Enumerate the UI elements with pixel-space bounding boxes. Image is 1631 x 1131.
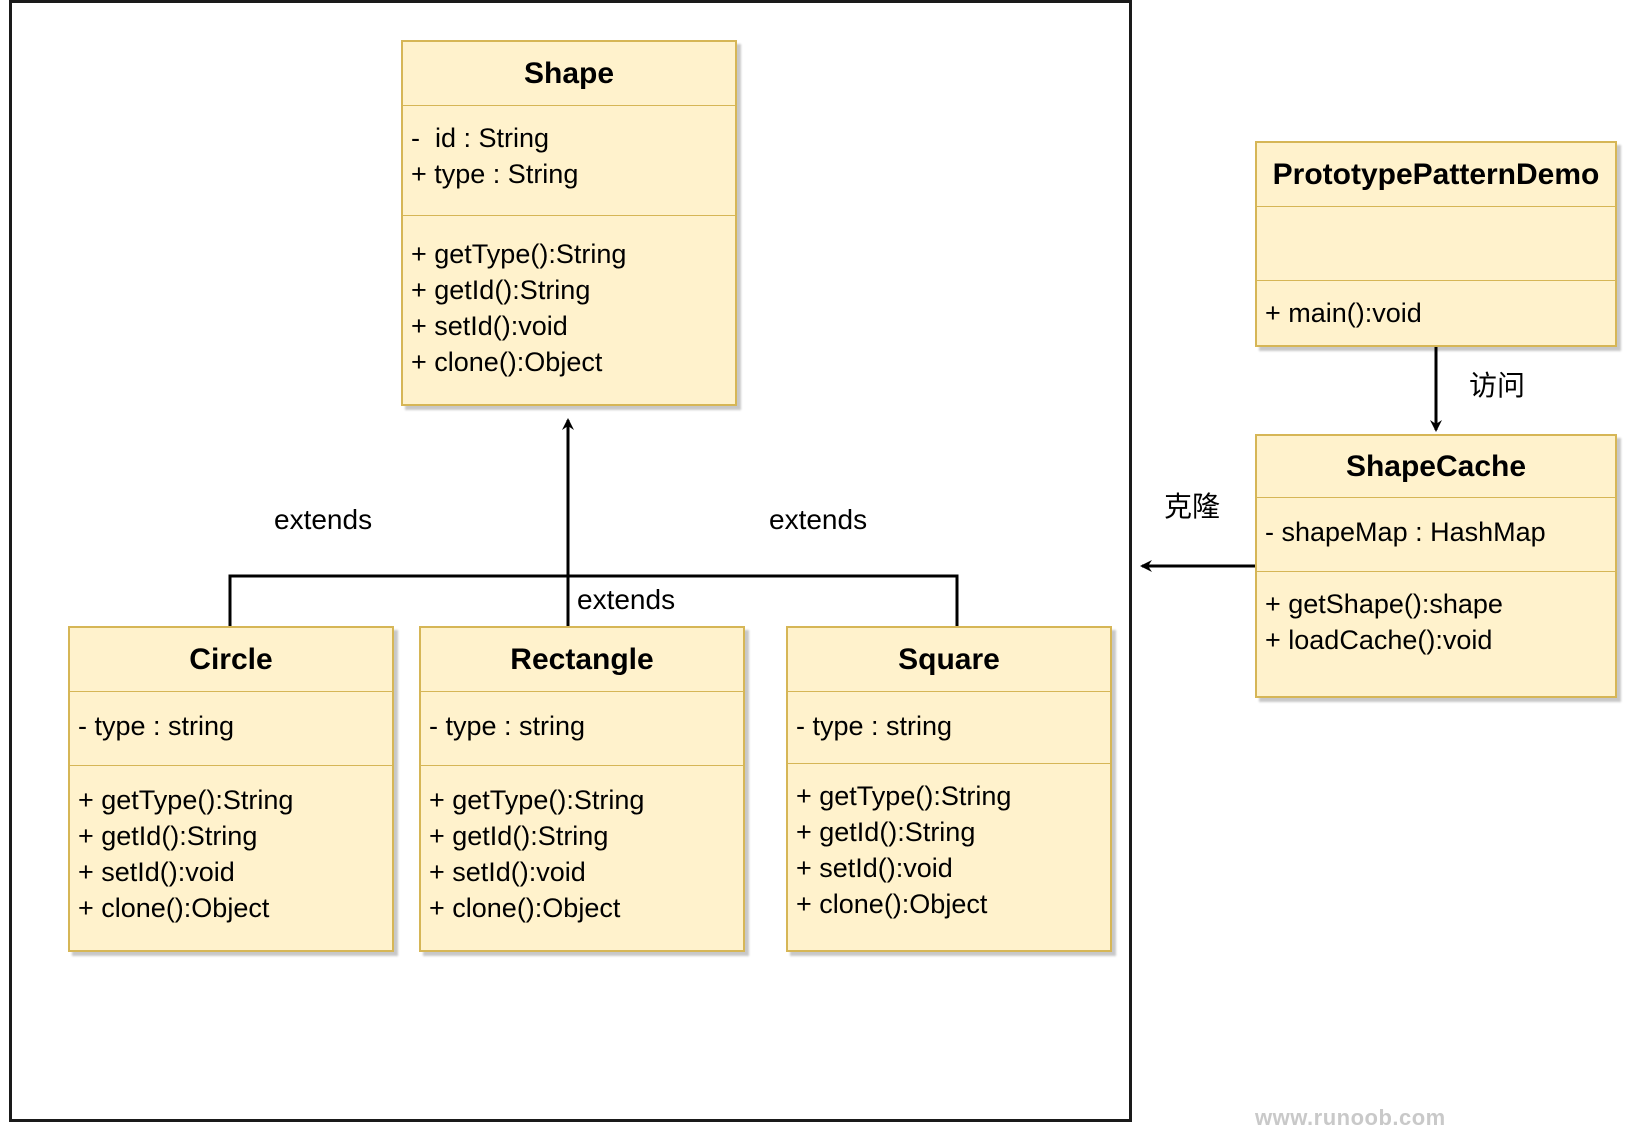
extends-label-center: extends [577, 584, 676, 615]
watermark: www.runoob.com [1255, 1105, 1446, 1130]
method: + getId():String [78, 821, 258, 851]
extends-label-left: extends [274, 504, 373, 535]
method: + setId():void [429, 857, 586, 887]
class-title: Circle [70, 628, 392, 692]
attribute: - type : string [796, 711, 953, 741]
class-prototype-pattern-demo: PrototypePatternDemo + main():void [1255, 141, 1617, 347]
attribute: - type : string [78, 711, 235, 741]
method: + getType():String [411, 239, 627, 269]
attributes-section: - shapeMap : HashMap [1257, 498, 1615, 572]
access-label: 访问 [1469, 370, 1526, 401]
class-rectangle: Rectangle - type : string + getType():St… [419, 626, 745, 952]
attribute: - type : string [429, 711, 586, 741]
attribute: + type : String [411, 159, 579, 189]
method: + clone():Object [78, 893, 270, 923]
attribute: - shapeMap : HashMap [1265, 517, 1546, 547]
class-shape: Shape - id : String + type : String + ge… [401, 40, 737, 406]
extends-label-right: extends [769, 504, 868, 535]
attributes-section: - type : string [421, 692, 743, 766]
attribute: - id : String [411, 123, 550, 153]
attributes-section: - type : string [70, 692, 392, 766]
methods-section: + getType():String + getId():String + se… [788, 764, 1110, 922]
class-title: Rectangle [421, 628, 743, 692]
method: + setId():void [796, 853, 953, 883]
diagram-frame [9, 0, 1132, 1122]
extends-connector-circle [228, 574, 568, 627]
method: + getId():String [429, 821, 609, 851]
methods-section: + getType():String + getId():String + se… [421, 766, 743, 926]
attributes-section: - type : string [788, 692, 1110, 764]
clone-label: 克隆 [1164, 491, 1221, 522]
methods-section: + getType():String + getId():String + se… [70, 766, 392, 926]
attributes-section: - id : String + type : String [403, 106, 735, 216]
method: + getId():String [411, 275, 591, 305]
class-square: Square - type : string + getType():Strin… [786, 626, 1112, 952]
class-circle: Circle - type : string + getType():Strin… [68, 626, 394, 952]
method: + getType():String [429, 785, 645, 815]
class-title: Square [788, 628, 1110, 692]
method: + loadCache():void [1265, 625, 1493, 655]
class-title: Shape [403, 42, 735, 106]
method: + getType():String [796, 781, 1012, 811]
methods-section: + getShape():shape + loadCache():void [1257, 572, 1615, 658]
method: + clone():Object [429, 893, 621, 923]
method: + setId():void [78, 857, 235, 887]
class-shape-cache: ShapeCache - shapeMap : HashMap + getSha… [1255, 434, 1617, 698]
method: + getId():String [796, 817, 976, 847]
attributes-section [1257, 207, 1615, 281]
method: + getShape():shape [1265, 589, 1503, 619]
method: + main():void [1265, 298, 1422, 328]
method: + getType():String [78, 785, 294, 815]
class-title: PrototypePatternDemo [1257, 143, 1615, 207]
extends-connector-square [568, 574, 959, 627]
method: + setId():void [411, 311, 568, 341]
method: + clone():Object [796, 889, 988, 919]
methods-section: + main():void [1257, 281, 1615, 331]
class-title: ShapeCache [1257, 436, 1615, 498]
methods-section: + getType():String + getId():String + se… [403, 216, 735, 380]
method: + clone():Object [411, 347, 603, 377]
